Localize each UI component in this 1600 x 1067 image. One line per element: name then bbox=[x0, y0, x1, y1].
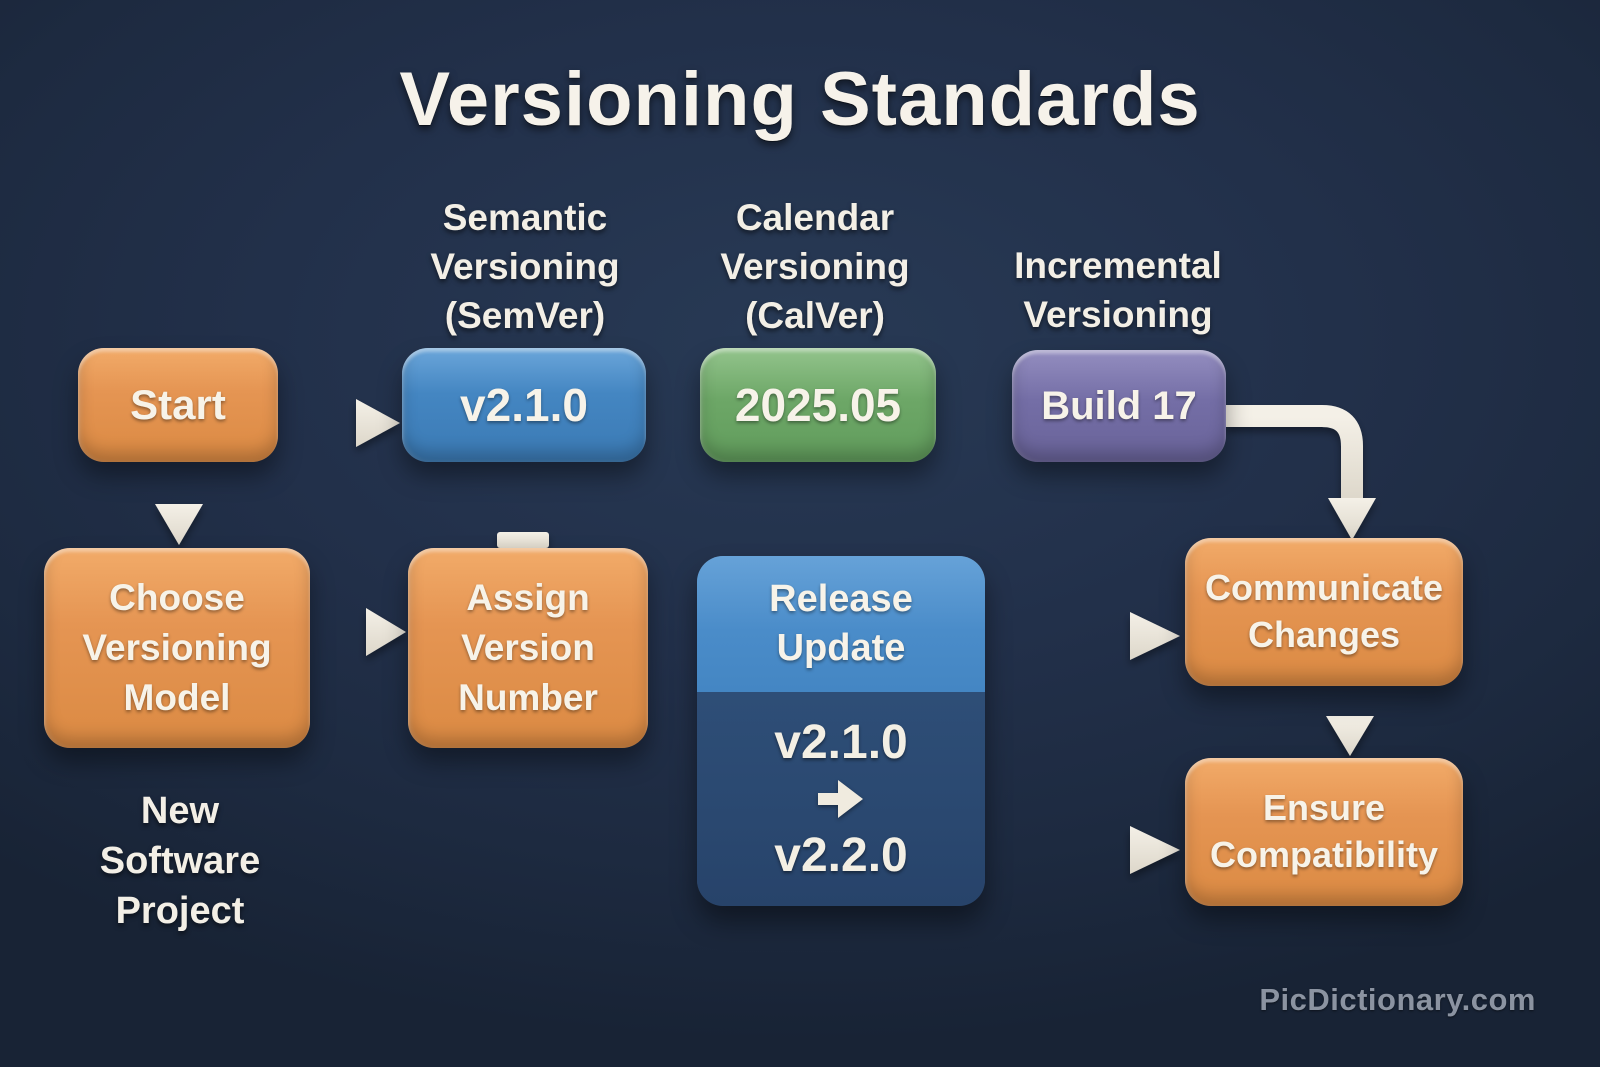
node-assign-version-number: Assign Version Number bbox=[408, 548, 648, 748]
page-title: Versioning Standards bbox=[399, 57, 1201, 142]
release-to-version: v2.2.0 bbox=[774, 829, 908, 882]
column-header-calver: Calendar Versioning (CalVer) bbox=[720, 197, 910, 336]
node-communicate-changes: Communicate Changes bbox=[1185, 538, 1463, 686]
watermark: PicDictionary.com bbox=[1259, 982, 1536, 1017]
node-start: Start bbox=[78, 348, 278, 462]
node-calver-example: 2025.05 bbox=[700, 348, 936, 462]
release-version-change: v2.1.0 v2.2.0 bbox=[697, 692, 985, 906]
node-incremental-example: Build 17 bbox=[1012, 350, 1226, 462]
node-ensure-compatibility: Ensure Compatibility bbox=[1185, 758, 1463, 906]
column-header-semver: Semantic Versioning (SemVer) bbox=[430, 197, 620, 336]
node-release-update: Release Update v2.1.0 v2.2.0 bbox=[697, 556, 985, 906]
project-note: New Software Project bbox=[99, 790, 261, 933]
arrow-right-icon bbox=[818, 780, 863, 818]
column-header-incremental: Incremental Versioning bbox=[1014, 245, 1222, 335]
release-update-title: Release Update bbox=[697, 556, 985, 692]
arrow-build-to-communicate bbox=[1226, 405, 1363, 500]
release-from-version: v2.1.0 bbox=[774, 716, 908, 769]
node-choose-versioning-model: Choose Versioning Model bbox=[44, 548, 310, 748]
node-semver-example: v2.1.0 bbox=[402, 348, 646, 462]
